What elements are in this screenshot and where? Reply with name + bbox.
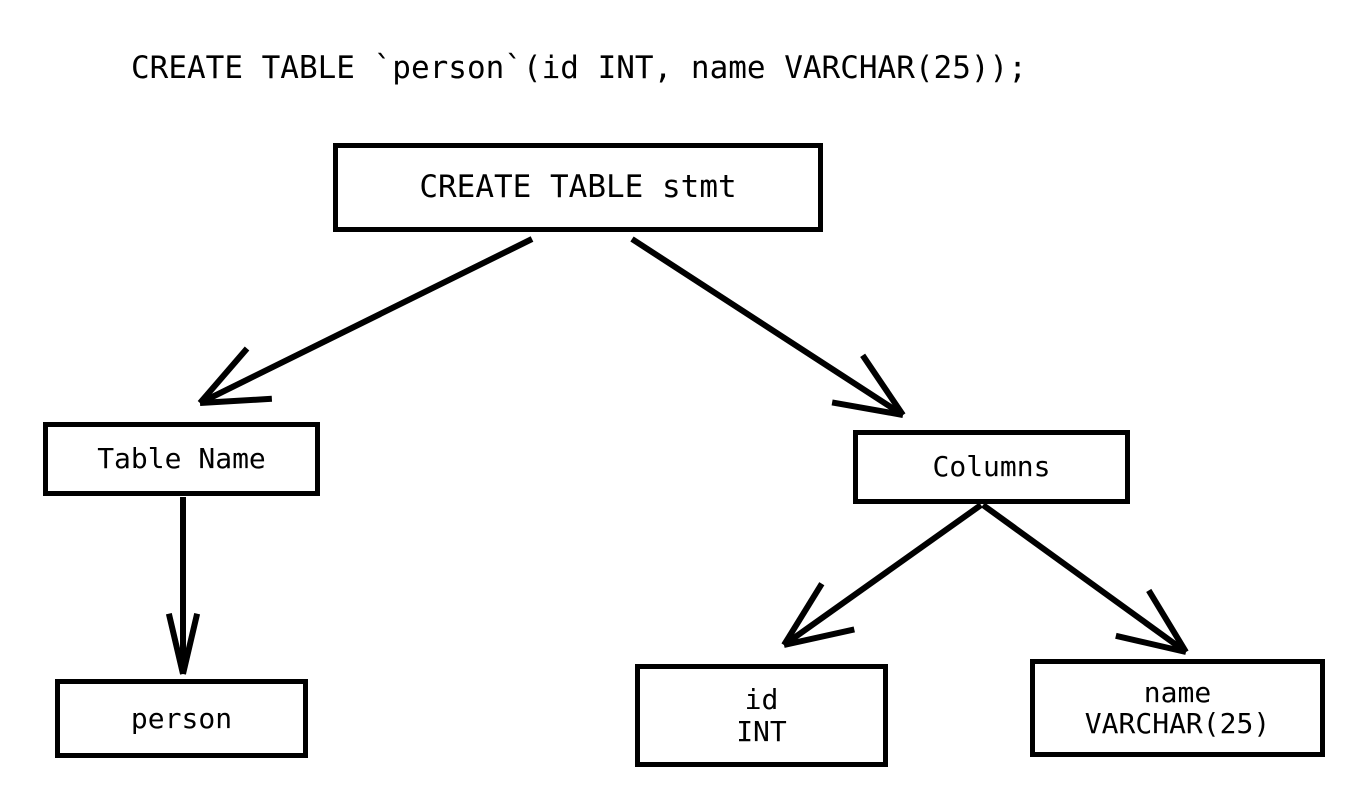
edge-shaft bbox=[198, 236, 534, 406]
person-value-node: person bbox=[55, 679, 308, 758]
columns-node: Columns bbox=[853, 430, 1130, 504]
edge-table-name-to-person bbox=[165, 497, 201, 675]
node-label-line: INT bbox=[736, 714, 787, 748]
edge-shaft bbox=[630, 236, 905, 418]
sql-statement-title: CREATE TABLE `person`(id INT, name VARCH… bbox=[131, 50, 1027, 86]
node-label-line: name bbox=[1143, 675, 1212, 709]
edge-shaft bbox=[981, 502, 1188, 655]
arrowhead-barb-1 bbox=[165, 612, 186, 675]
node-label-line: person bbox=[130, 701, 233, 735]
arrowhead-barb-2 bbox=[860, 353, 906, 417]
arrowhead-barb-2 bbox=[199, 395, 273, 406]
edge-shaft bbox=[782, 502, 983, 648]
node-label-line: CREATE TABLE stmt bbox=[419, 169, 737, 206]
edge-columns-to-column-id bbox=[781, 502, 983, 648]
arrowhead-barb-1 bbox=[831, 399, 904, 418]
arrowhead-barb-1 bbox=[197, 346, 250, 405]
arrowhead-barb-2 bbox=[783, 626, 855, 648]
edge-columns-to-column-name bbox=[981, 502, 1189, 655]
edge-root-to-table-name bbox=[197, 236, 534, 406]
node-label-line: Columns bbox=[932, 450, 1051, 484]
node-label-line: id bbox=[744, 683, 779, 717]
node-label-line: VARCHAR(25) bbox=[1084, 707, 1271, 740]
arrowhead-barb-1 bbox=[1115, 632, 1187, 655]
create-table-stmt-node: CREATE TABLE stmt bbox=[333, 143, 823, 232]
node-label-line: Table Name bbox=[97, 442, 266, 476]
arrowhead-barb-2 bbox=[1146, 588, 1189, 654]
arrowhead-barb-2 bbox=[180, 612, 201, 675]
arrowhead-barb-1 bbox=[781, 582, 825, 647]
table-name-node: Table Name bbox=[43, 422, 320, 496]
edge-root-to-columns bbox=[630, 236, 906, 418]
